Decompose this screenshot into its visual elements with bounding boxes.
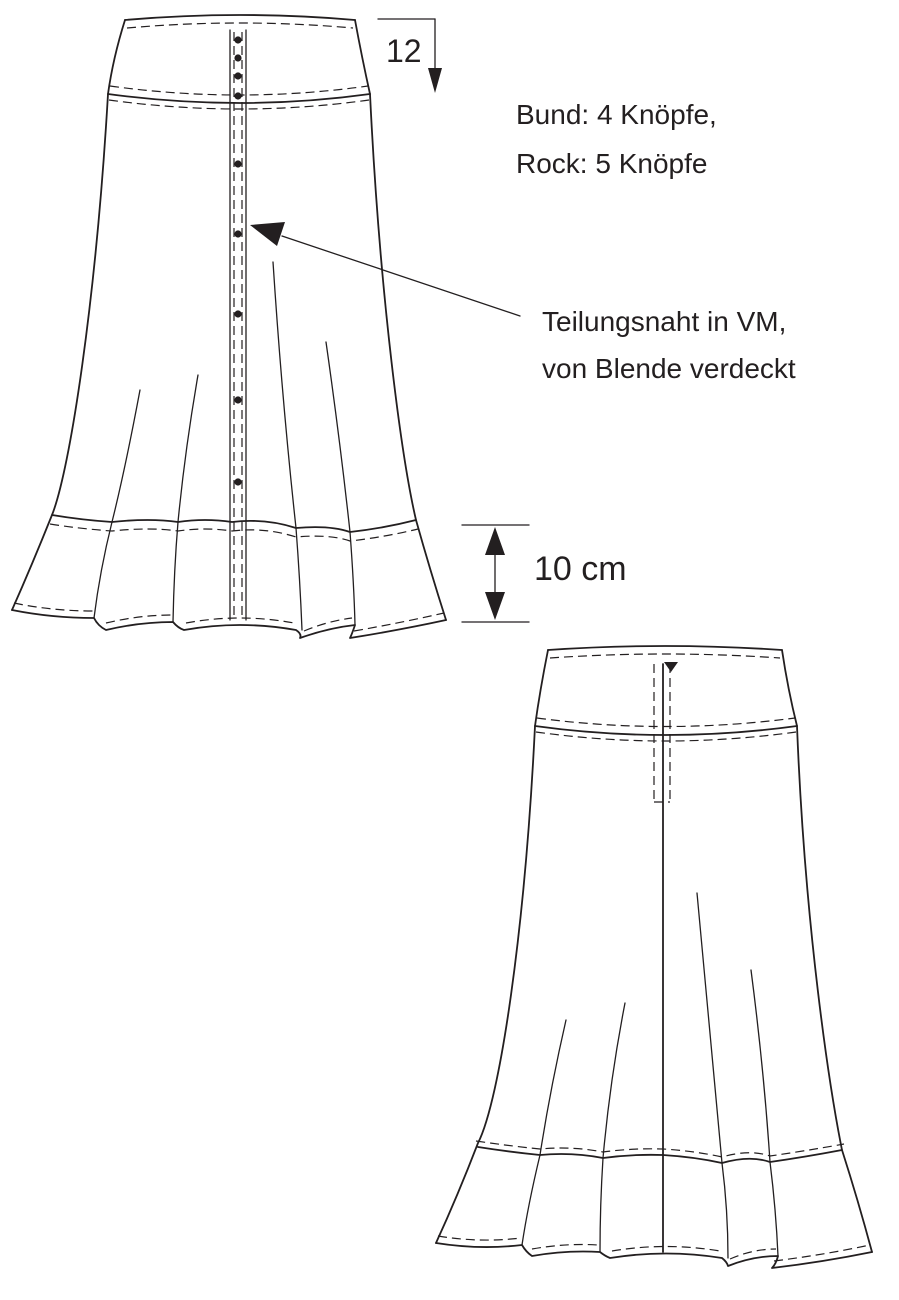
waistband-height-label: 12 bbox=[386, 33, 422, 69]
back-left-side-seam bbox=[435, 725, 536, 1244]
zipper-pull bbox=[664, 662, 678, 672]
waistband-button bbox=[234, 92, 242, 100]
flounce-height-label: 10 cm bbox=[534, 550, 627, 588]
back-view-skirt bbox=[435, 645, 873, 1269]
skirt-button bbox=[234, 396, 242, 404]
front-view-skirt bbox=[11, 14, 447, 639]
skirt-button bbox=[234, 310, 242, 318]
back-waistband bbox=[534, 645, 798, 742]
skirt-button bbox=[234, 160, 242, 168]
back-flounce-seam bbox=[475, 1140, 845, 1164]
flounce-height-marker: 10 cm bbox=[461, 524, 627, 623]
back-zipper bbox=[653, 662, 678, 803]
waistband-button bbox=[234, 72, 242, 80]
front-left-side-seam bbox=[11, 93, 109, 611]
seam-arrow-head bbox=[250, 222, 285, 246]
seam-note-line-2: von Blende verdeckt bbox=[542, 353, 796, 384]
seam-callout: Teilungsnaht in VM, von Blende verdeckt bbox=[250, 222, 796, 384]
button-count-line-2: Rock: 5 Knöpfe bbox=[516, 148, 707, 179]
seam-note-line-1: Teilungsnaht in VM, bbox=[542, 306, 786, 337]
front-hem bbox=[11, 602, 447, 639]
front-right-side-seam bbox=[369, 93, 447, 621]
waistband-button bbox=[234, 54, 242, 62]
back-hem bbox=[435, 1235, 873, 1269]
skirt-button bbox=[234, 230, 242, 238]
waistband-height-marker: 12 bbox=[377, 18, 442, 93]
seam-leader-line bbox=[281, 235, 521, 317]
button-count-note: Bund: 4 Knöpfe, Rock: 5 Knöpfe bbox=[516, 99, 717, 179]
waistband-button bbox=[234, 36, 242, 44]
back-right-side-seam bbox=[796, 725, 873, 1253]
skirt-button bbox=[234, 478, 242, 486]
back-godet-lines bbox=[521, 892, 779, 1259]
front-godet-lines bbox=[93, 261, 356, 631]
button-count-line-1: Bund: 4 Knöpfe, bbox=[516, 99, 717, 130]
front-button-placket bbox=[229, 29, 247, 621]
